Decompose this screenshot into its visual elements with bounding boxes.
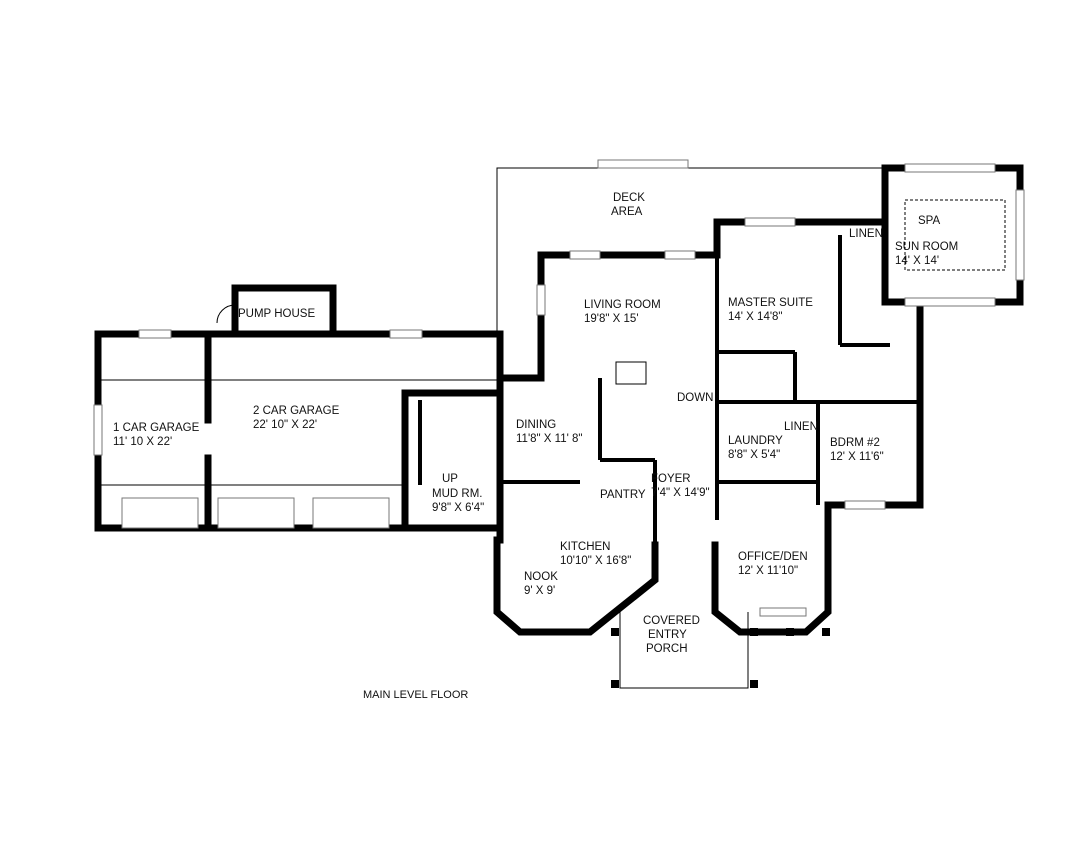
spa-tub (904, 199, 1006, 271)
room-label-master-suite: MASTER SUITE (728, 297, 813, 309)
room-size-kitchen: 10'10" X 16'8" (560, 555, 632, 567)
window (93, 404, 103, 456)
window (844, 500, 886, 510)
room-label-laundry: LAUNDRY (728, 435, 783, 447)
room-label-pump-house: PUMP HOUSE (238, 308, 316, 320)
room-label-porch-2: ENTRY (648, 629, 687, 641)
room-label-linen-master: LINEN (849, 228, 883, 240)
window (569, 250, 601, 260)
room-label-living-room: LIVING ROOM (584, 299, 661, 311)
room-label-foyer: FOYER (651, 473, 691, 485)
room-label-porch-3: PORCH (646, 643, 688, 655)
porch-column (750, 680, 758, 688)
porch-column (750, 628, 758, 636)
room-size-foyer: 7'4" X 14'9" (651, 487, 710, 499)
room-size-living-room: 19'8" X 15' (584, 313, 639, 325)
porch-outline (619, 612, 749, 689)
room-size-bedroom-2: 12' X 11'6" (830, 451, 884, 463)
deck-railing (496, 167, 885, 333)
room-size-master-suite: 14' X 14'8" (728, 311, 783, 323)
kitchen-nook-walls (493, 374, 659, 636)
stair-up-label: UP (442, 473, 458, 485)
room-label-sun-room: SUN ROOM (895, 241, 959, 253)
window (904, 297, 996, 307)
room-size-2-car-garage: 22' 10" X 22' (253, 419, 318, 431)
window (664, 250, 696, 260)
room-label-linen-hall: LINEN (784, 421, 818, 433)
porch-column (822, 628, 830, 636)
garage-door (312, 497, 390, 529)
room-size-laundry: 8'8" X 5'4" (728, 449, 781, 461)
room-label-nook: NOOK (524, 571, 558, 583)
porch-column (611, 680, 619, 688)
window (759, 607, 807, 617)
room-size-mud-room: 9'8" X 6'4" (432, 502, 485, 514)
stair-down-label: DOWN (677, 392, 714, 404)
room-label-pantry: PANTRY (600, 489, 646, 501)
window (744, 217, 796, 227)
fireplace (615, 361, 647, 385)
deck-stair (597, 159, 689, 169)
mud-room-walls (401, 389, 504, 532)
room-size-office: 12' X 11'10" (738, 565, 799, 577)
window (1015, 189, 1025, 281)
room-size-1-car-garage: 11' 10 X 22' (113, 436, 173, 448)
room-label-deck-2: AREA (611, 206, 643, 218)
room-label-deck: DECK (613, 192, 645, 204)
room-label-porch: COVERED (643, 615, 700, 627)
door-swing (216, 304, 236, 324)
room-label-kitchen: KITCHEN (560, 541, 611, 553)
room-size-sun-room: 14' X 14' (895, 255, 940, 267)
room-label-1-car-garage: 1 CAR GARAGE (113, 422, 200, 434)
room-label-dining: DINING (516, 419, 557, 431)
porch-column (786, 628, 794, 636)
window (536, 284, 546, 316)
window (904, 163, 996, 173)
room-label-2-car-garage: 2 CAR GARAGE (253, 405, 340, 417)
pump-house-walls (231, 284, 337, 338)
plan-title: MAIN LEVEL FLOOR (363, 689, 469, 701)
garage-door (121, 497, 199, 529)
room-size-dining: 11'8" X 11' 8" (516, 433, 583, 445)
window (138, 329, 172, 339)
garage-door (217, 497, 295, 529)
room-label-spa: SPA (918, 215, 941, 227)
room-label-bedroom-2: BDRM #2 (830, 437, 880, 449)
window (389, 329, 423, 339)
room-label-mud-room: MUD RM. (432, 488, 483, 500)
porch-column (611, 628, 619, 636)
room-size-nook: 9' X 9' (524, 585, 556, 597)
room-label-office: OFFICE/DEN (738, 551, 808, 563)
